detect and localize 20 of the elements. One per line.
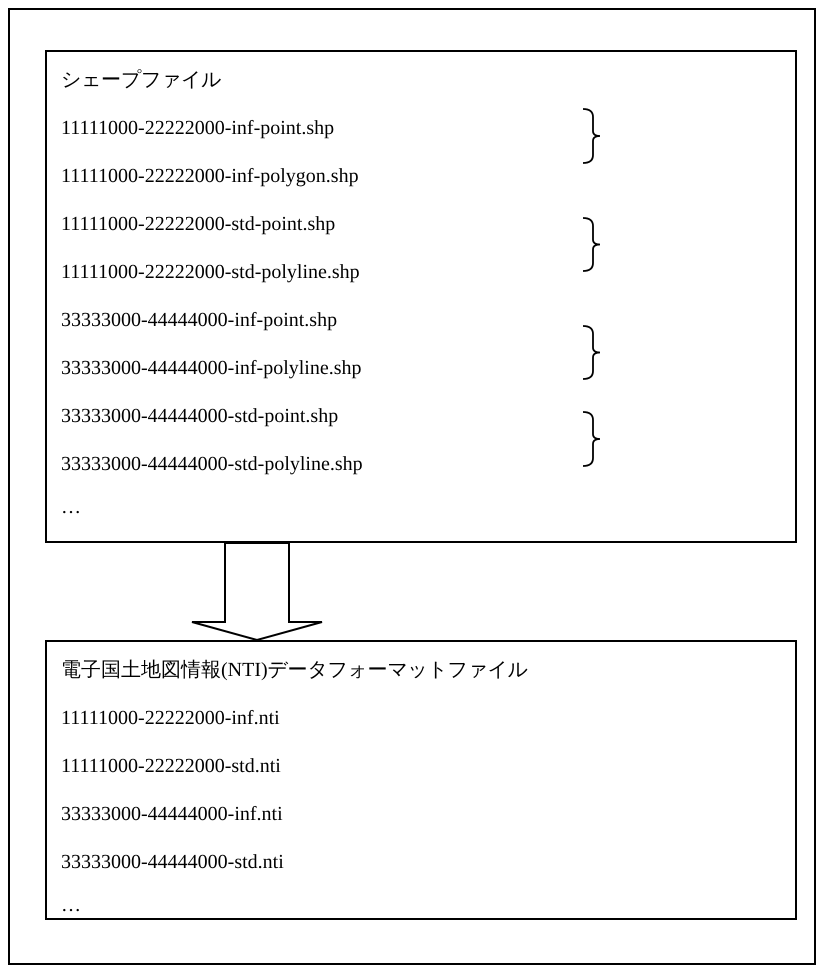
block-arrow xyxy=(191,542,323,642)
box-heading: 電子国土地図情報(NTI)データフォーマットファイル xyxy=(61,658,528,682)
file-name: 11111000-22222000-inf-polygon.shp xyxy=(61,164,359,188)
file-list-box xyxy=(45,640,797,920)
ellipsis-text: … xyxy=(61,893,81,917)
file-name: 11111000-22222000-inf.nti xyxy=(61,706,280,730)
file-name: 33333000-44444000-inf-point.shp xyxy=(61,308,338,332)
file-name: 33333000-44444000-std.nti xyxy=(61,850,284,874)
file-name: 33333000-44444000-std-polyline.shp xyxy=(61,452,363,476)
file-name: 33333000-44444000-inf-polyline.shp xyxy=(61,356,362,380)
ellipsis-text: … xyxy=(61,495,81,519)
file-name: 33333000-44444000-inf.nti xyxy=(61,802,283,826)
file-name: 11111000-22222000-std-polyline.shp xyxy=(61,260,360,284)
frame-box xyxy=(8,8,816,965)
file-list-box xyxy=(45,50,797,543)
box-heading: シェープファイル xyxy=(61,68,221,92)
file-name: 33333000-44444000-std-point.shp xyxy=(61,404,338,428)
file-name: 11111000-22222000-std.nti xyxy=(61,754,281,778)
file-name: 11111000-22222000-inf-point.shp xyxy=(61,116,334,140)
file-name: 11111000-22222000-std-point.shp xyxy=(61,212,336,236)
